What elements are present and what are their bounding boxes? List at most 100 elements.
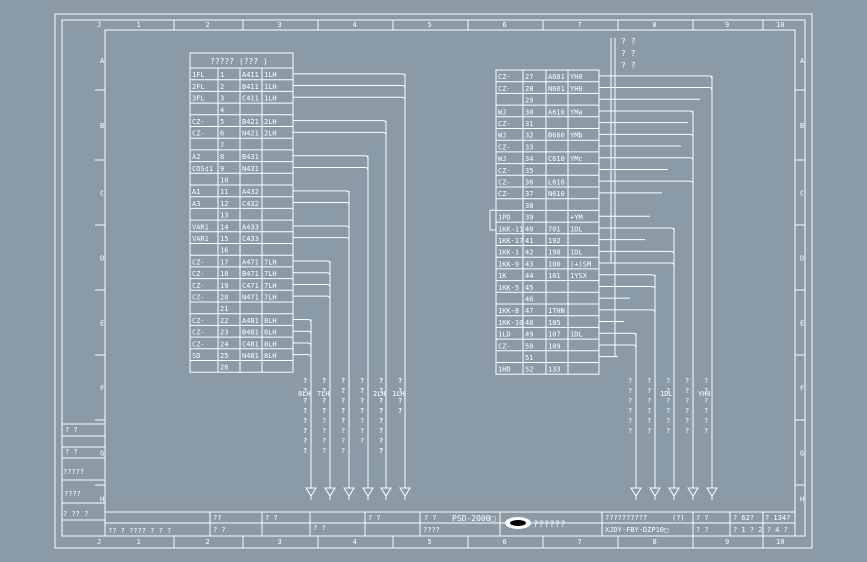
table-cell: 6 [220, 130, 224, 138]
table-cell: CZ- [498, 342, 511, 350]
table-cell: N481 [242, 352, 259, 360]
col-ref-top: 1 [137, 21, 141, 29]
table-cell: C433 [242, 235, 259, 243]
wire-note: ? [360, 407, 364, 415]
row-ref-right: H [800, 496, 804, 504]
table-cell: A3 [192, 200, 200, 208]
table-cell: CZ- [498, 73, 511, 81]
row-ref-left: F [100, 385, 104, 393]
wire-note: ? [398, 377, 402, 385]
col-ref-bottom: 2 [206, 538, 210, 546]
table-row: 46 [525, 296, 533, 304]
table-cell: CZ- [498, 143, 511, 151]
table-cell: 50 [525, 342, 533, 350]
table-cell: WJ [498, 108, 506, 116]
top-note-2: ? ? [621, 49, 636, 58]
wire-note: ? [666, 377, 670, 385]
row-ref-right: B [800, 122, 804, 130]
table-cell: 1YSX [570, 272, 588, 280]
table-cell: 8LH [264, 352, 277, 360]
table-cell: 3 [220, 95, 224, 103]
table-cell: 1 [220, 71, 224, 79]
wire-note: ? [341, 407, 345, 415]
wire-note: ? [379, 387, 383, 395]
table-cell: YH0 [570, 73, 583, 81]
table-cell: 27 [525, 73, 533, 81]
table-cell: +YM [570, 214, 583, 222]
wire-note: ? [685, 387, 689, 395]
wire-note: ? [341, 427, 345, 435]
table-row: 26 [220, 364, 228, 372]
wire-note: ? [360, 417, 364, 425]
wire-note: ? [303, 417, 307, 425]
wire-note: ? [379, 377, 383, 385]
wire-note: ? [685, 397, 689, 405]
table-cell: A601 [548, 73, 565, 81]
wire-note: ? [685, 407, 689, 415]
table-cell: 40 [525, 225, 533, 233]
wire-note: ? [341, 417, 345, 425]
tb-signature-row: ?? ? ???? ? ? ? [108, 527, 171, 535]
wire-note: ? [341, 377, 345, 385]
table-cell: CZ- [192, 258, 205, 266]
left-wire-labels: 8LH 7LH 2LH 1LH 1DL YH0 [298, 390, 711, 398]
wire-note: ? [360, 387, 364, 395]
table-cell: L610 [548, 179, 565, 187]
table-cell: 701 [548, 225, 561, 233]
row-ref-right: D [800, 255, 804, 263]
table-cell: N601 [548, 85, 565, 93]
wire-note: ? [322, 387, 326, 395]
table-cell: 192 [548, 237, 561, 245]
table-cell: 20 [220, 294, 228, 302]
wire-note: ? [666, 387, 670, 395]
wire-note: ? [303, 417, 307, 425]
table-cell: 39 [525, 214, 533, 222]
table-cell: A411 [242, 71, 259, 79]
table-cell: 1KK-11 [498, 225, 523, 233]
wire-note: ? [379, 437, 383, 445]
table-cell: A610 [548, 108, 565, 116]
tb-cell-g: (?) [672, 514, 685, 522]
row-ref-left: C [100, 190, 104, 198]
tb-cell-e: ???? [423, 526, 440, 534]
wire-note: ? [303, 427, 307, 435]
wire-note: ? [647, 387, 651, 395]
table-cell: 2FL [192, 83, 205, 91]
wire-note: ? [379, 377, 383, 385]
table-cell: 1DL [570, 225, 583, 233]
table-cell: 1LH [264, 95, 277, 103]
wire-note: ? [379, 427, 383, 435]
col-ref-bottom: 7 [578, 538, 582, 546]
wire-label-1dl: 1DL [660, 390, 673, 398]
table-cell: CZ- [192, 270, 205, 278]
table-cell: CZ- [498, 190, 511, 198]
table-cell: 8LH [264, 340, 277, 348]
table-cell: 21 [220, 305, 228, 313]
table-cell: 2 [220, 83, 224, 91]
table-cell: 2LH [264, 130, 277, 138]
wire-note: ? [303, 377, 307, 385]
table-cell: 1FL [192, 71, 205, 79]
table-cell: A2 [192, 153, 200, 161]
tb-company: ?????? [533, 520, 566, 530]
table-cell: C481 [242, 340, 259, 348]
wire-note: ? [322, 377, 326, 385]
table-cell: 1KK-9 [498, 260, 519, 268]
table-cell: 5 [220, 118, 224, 126]
wire-note: ? [704, 387, 708, 395]
table-cell: 1KK-5 [498, 284, 519, 292]
